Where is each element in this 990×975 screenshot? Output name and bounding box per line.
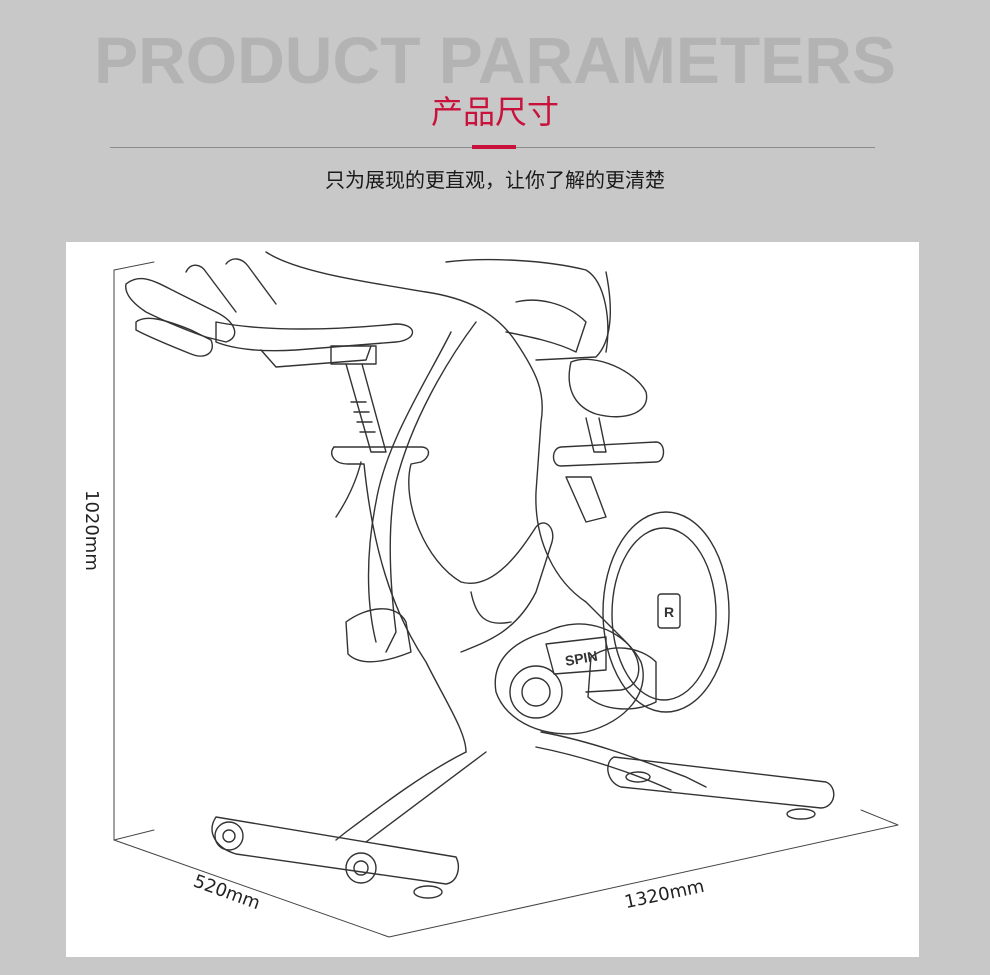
dimension-height-label: 1020mm [81,490,102,571]
spin-bike-sketch: SPIN R [113,251,899,938]
logo-letter: R [664,604,674,620]
product-image-panel: SPIN R 1020mm 520mm 1320mm [66,242,919,957]
page-subtitle: 只为展现的更直观，让你了解的更清楚 [325,168,665,192]
page-title-cn: 产品尺寸 [430,93,559,131]
dimension-lines [113,261,899,938]
page-title-en: PRODUCT PARAMETERS [94,23,896,97]
brand-text: SPIN [564,648,599,669]
divider-accent [472,145,516,149]
